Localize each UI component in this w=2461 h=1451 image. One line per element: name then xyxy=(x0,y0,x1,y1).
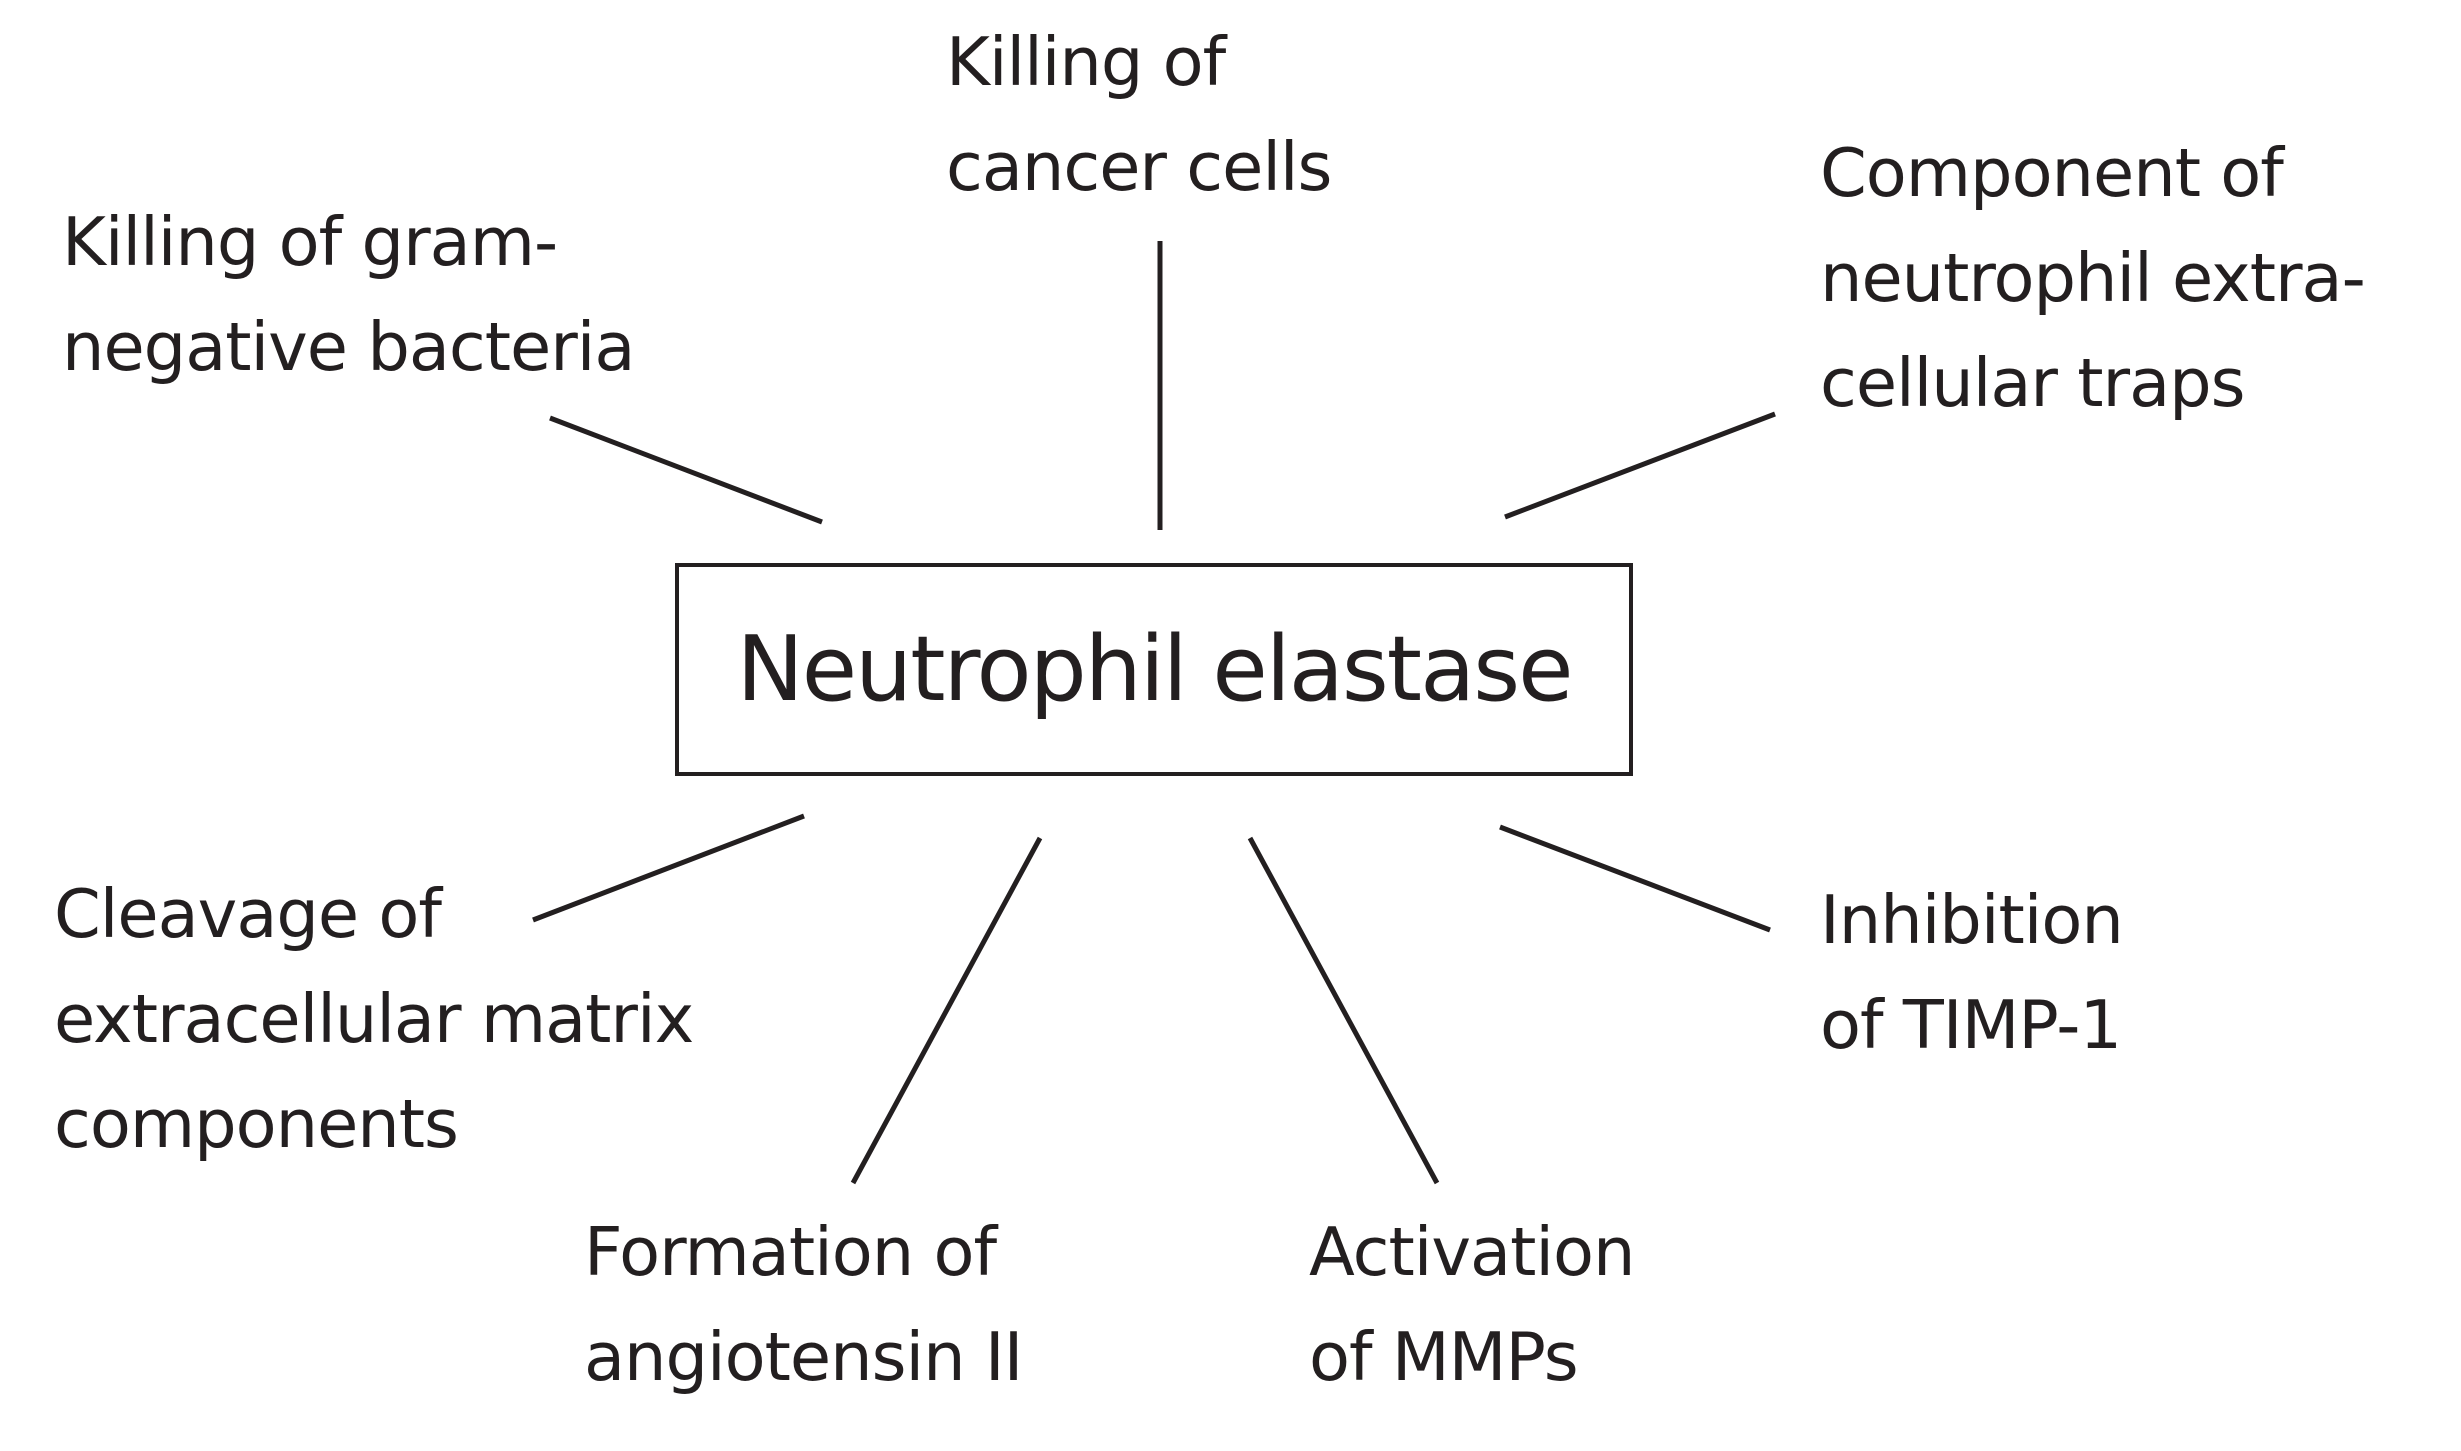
function-label-cancer-cells: Killing of cancer cells xyxy=(946,10,1332,220)
connector-bottom-right xyxy=(1499,824,1771,933)
center-node-label: Neutrophil elastase xyxy=(736,616,1573,722)
label-line: angiotensin II xyxy=(584,1318,1023,1396)
connector-bottom-left xyxy=(532,813,805,923)
function-label-gram-negative-bacteria: Killing of gram- negative bacteria xyxy=(62,190,635,400)
label-line: Component of xyxy=(1820,134,2284,212)
label-line: cancer cells xyxy=(946,128,1332,206)
connector-top-left xyxy=(549,415,823,525)
function-label-extracellular-traps: Component of neutrophil extra- cellular … xyxy=(1820,121,2366,436)
label-line: Formation of xyxy=(584,1213,997,1291)
label-line: Activation xyxy=(1309,1213,1635,1291)
connector-bottom-center-left xyxy=(850,836,1043,1185)
label-line: of TIMP-1 xyxy=(1820,986,2122,1064)
label-line: Inhibition xyxy=(1820,881,2124,959)
connector-bottom-center-right xyxy=(1247,836,1440,1185)
label-line: negative bacteria xyxy=(62,308,635,386)
label-line: of MMPs xyxy=(1309,1318,1579,1396)
function-label-matrix-cleavage: Cleavage of extracellular matrix compone… xyxy=(54,862,694,1177)
function-label-mmp-activation: Activation of MMPs xyxy=(1309,1200,1635,1410)
center-node-box: Neutrophil elastase xyxy=(675,563,1633,776)
label-line: components xyxy=(54,1085,459,1163)
label-line: Cleavage of xyxy=(54,875,442,953)
label-line: neutrophil extra- xyxy=(1820,239,2366,317)
function-label-angiotensin: Formation of angiotensin II xyxy=(584,1200,1023,1410)
function-label-timp-inhibition: Inhibition of TIMP-1 xyxy=(1820,868,2124,1078)
label-line: extracellular matrix xyxy=(54,980,694,1058)
connector-top-right xyxy=(1504,411,1776,520)
label-line: Killing of xyxy=(946,23,1226,101)
label-line: cellular traps xyxy=(1820,344,2246,422)
label-line: Killing of gram- xyxy=(62,203,558,281)
